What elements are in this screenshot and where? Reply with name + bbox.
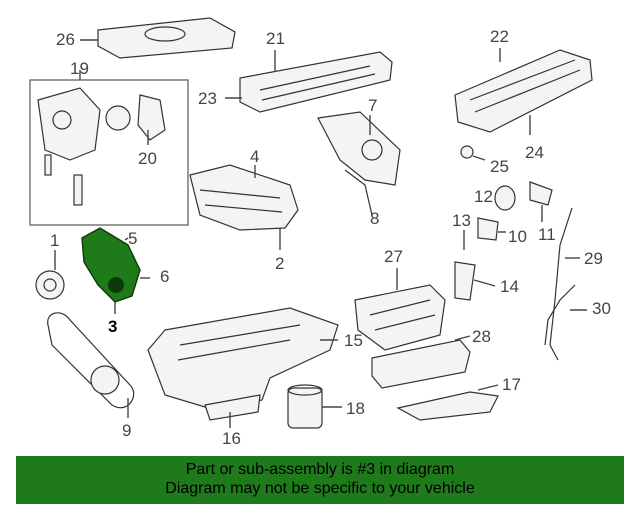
callout-30: 30	[592, 299, 611, 318]
part-3-highlighted	[81, 227, 150, 314]
part-17-gasket	[396, 384, 499, 421]
callout-22: 22	[490, 27, 509, 46]
part-19-oil-pump-box	[29, 70, 189, 226]
callout-11: 11	[538, 225, 556, 244]
callout-21: 21	[266, 29, 285, 48]
callout-14: 14	[500, 277, 519, 296]
callout-26: 26	[56, 30, 75, 49]
part-4-2-belt-cover	[189, 164, 299, 250]
part-1-pulley	[35, 250, 65, 300]
part-15-16-oil-pan	[147, 307, 339, 428]
engine-parts-diagram	[29, 17, 593, 429]
callout-28: 28	[472, 327, 491, 346]
callout-24: 24	[525, 143, 544, 162]
part-26-engine-cover	[80, 17, 236, 59]
callout-2: 2	[275, 254, 285, 273]
part-27-intake-manifold	[354, 268, 446, 351]
callout-29: 29	[584, 249, 603, 268]
part-14-housing	[454, 261, 496, 301]
callout-7: 7	[368, 96, 378, 115]
callout-17: 17	[502, 375, 521, 394]
callout-23: 23	[198, 89, 217, 108]
callout-1: 1	[50, 231, 60, 250]
part-22-24-valve-cover	[454, 48, 593, 135]
callout-25: 25	[490, 157, 509, 176]
callout-19: 19	[70, 59, 89, 78]
banner-line-2: Diagram may not be specific to your vehi…	[165, 480, 475, 497]
callout-6: 6	[160, 267, 170, 286]
parts-10-13-small	[463, 181, 553, 250]
part-7-timing-cover	[317, 111, 401, 216]
callout-8: 8	[370, 209, 380, 228]
callout-9: 9	[122, 421, 132, 440]
callout-10: 10	[508, 227, 527, 246]
callout-4: 4	[250, 147, 260, 166]
part-9-timing-belt	[47, 312, 135, 418]
callout-16: 16	[222, 429, 241, 448]
callout-27: 27	[384, 247, 403, 266]
info-banner: Part or sub-assembly is #3 in diagram Di…	[16, 456, 624, 504]
part-25-plug	[460, 145, 474, 159]
callout-18: 18	[346, 399, 365, 418]
callout-13: 13	[452, 211, 471, 230]
callout-3: 3	[108, 317, 118, 336]
part-21-23-cover	[225, 50, 393, 113]
callout-5: 5	[128, 229, 138, 248]
banner-line-1: Part or sub-assembly is #3 in diagram	[185, 461, 455, 478]
part-28-lower-manifold	[371, 335, 471, 389]
part-29-30-dipstick	[544, 207, 587, 361]
part-18-oil-filter	[287, 384, 342, 429]
callout-12: 12	[474, 187, 493, 206]
callout-20: 20	[138, 149, 157, 168]
callout-15: 15	[344, 331, 363, 350]
